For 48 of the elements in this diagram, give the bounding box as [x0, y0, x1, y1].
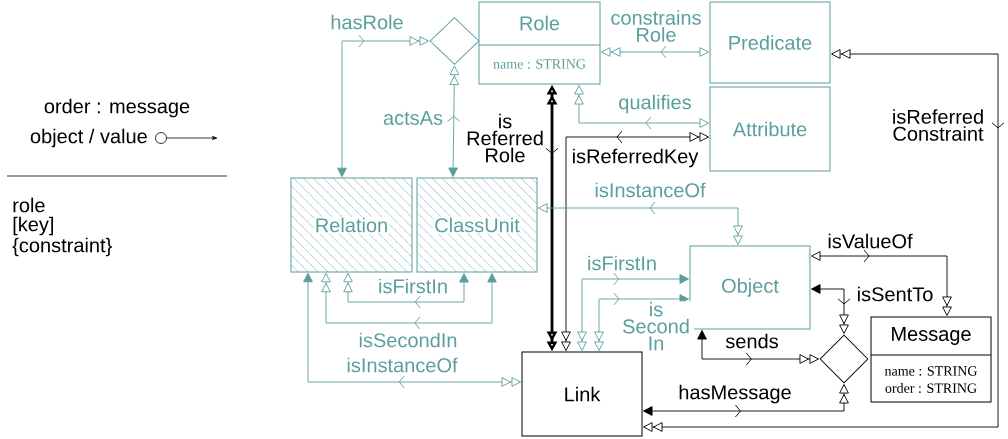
- edge-label: sends: [724, 333, 780, 349]
- edge-label: isFirstIn: [586, 255, 658, 271]
- connector: [811, 284, 851, 334]
- edge-label: is Referred Role: [464, 113, 546, 163]
- class-box: Message name : STRING order : STRING: [870, 316, 992, 403]
- edge-label: hasMessage: [677, 384, 793, 404]
- connector: [303, 272, 521, 389]
- edge-label: isReferredKey: [571, 148, 699, 168]
- connector: [594, 292, 689, 351]
- edge-label: isSecondIn: [358, 332, 458, 348]
- edge-label: isInstanceOf: [345, 357, 459, 373]
- connector: [643, 49, 1005, 432]
- edge-label: isFirstIn: [377, 278, 449, 294]
- connector: [577, 272, 689, 351]
- class-box: Relation: [290, 177, 413, 273]
- edge-label: actsAs: [382, 110, 444, 126]
- connector: [447, 65, 461, 177]
- class-box: ClassUnit: [416, 177, 538, 273]
- notation-text: [key]: [13, 216, 53, 236]
- class-box: Object: [689, 245, 811, 330]
- association-diamond: [819, 334, 869, 384]
- connector: [538, 201, 743, 245]
- class-box: Link: [521, 351, 643, 437]
- class-box: Predicate: [709, 1, 831, 84]
- connector: [561, 130, 709, 351]
- edge-label: isSentTo: [856, 286, 934, 302]
- notation-text: order : message: [44, 98, 190, 118]
- connector: [811, 249, 952, 316]
- connector: [574, 85, 709, 130]
- connector: [601, 45, 709, 59]
- class-box: Attribute: [709, 86, 831, 172]
- connector: [643, 384, 849, 418]
- edge-label: hasRole: [329, 14, 405, 30]
- edge-label: isReferred Constraint: [887, 108, 989, 142]
- connector: [337, 34, 429, 178]
- edge-label: qualifies: [617, 94, 693, 114]
- edge-label: isValueOf: [826, 233, 914, 249]
- edge-label: is Second In: [618, 301, 694, 351]
- notation-text: object / value: [30, 128, 147, 148]
- edge-label: isInstanceOf: [593, 182, 707, 198]
- connector: [321, 272, 497, 330]
- class-box: Role name : STRING: [478, 1, 601, 85]
- connector: [697, 330, 819, 366]
- association-diamond: [429, 17, 480, 65]
- connector: [343, 272, 469, 309]
- edge-label: constrains Role: [608, 9, 704, 43]
- notation-text: role: [13, 197, 45, 213]
- notation-text: {constraint}: [12, 237, 112, 257]
